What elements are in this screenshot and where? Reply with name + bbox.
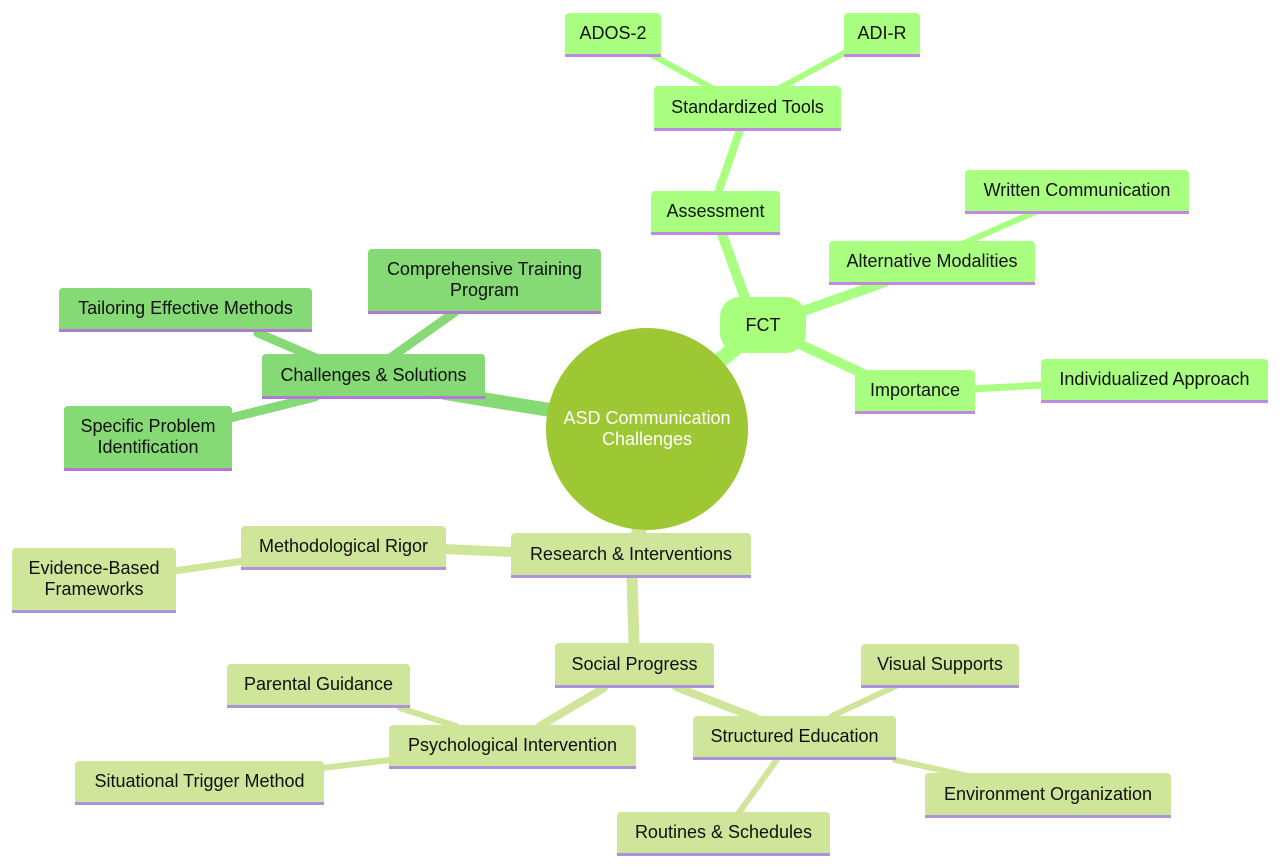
tailoring-methods-label: Tailoring Effective Methods [78, 298, 293, 318]
written-communication-label: Written Communication [983, 180, 1171, 200]
written-communication-node: Written Communication [965, 170, 1189, 214]
research-interventions-node: Research & Interventions [511, 533, 751, 578]
edge-structured-routines [735, 755, 781, 817]
edge-rigor-evidence [170, 557, 248, 575]
methodological-rigor-node: Methodological Rigor [241, 526, 446, 570]
importance-node: Importance [855, 370, 975, 414]
problem-identification-label: Specific Problem Identification [80, 416, 216, 457]
environment-organization-node: Environment Organization [925, 773, 1171, 818]
edge-structured-visual [829, 683, 899, 719]
structured-education-label: Structured Education [710, 726, 879, 746]
edge-challenges-tailoring [253, 328, 321, 363]
methodological-rigor-label: Methodological Rigor [258, 536, 429, 556]
training-program-label: Comprehensive Training Program [386, 259, 583, 300]
edge-altmod-written [959, 209, 1038, 247]
social-progress-node: Social Progress [555, 643, 714, 688]
structured-education-node: Structured Education [693, 716, 896, 760]
edge-importance-individualized [968, 381, 1048, 393]
standardized-tools-node: Standardized Tools [654, 86, 841, 131]
visual-supports-label: Visual Supports [877, 654, 1003, 674]
alternative-modalities-node: Alternative Modalities [829, 241, 1035, 285]
edge-tools-ados [647, 51, 715, 91]
research-interventions-label: Research & Interventions [529, 543, 733, 564]
edge-psych-situational [319, 757, 393, 771]
situational-trigger-label: Situational Trigger Method [94, 771, 305, 791]
situational-trigger-node: Situational Trigger Method [75, 761, 324, 805]
adir-label: ADI-R [857, 23, 907, 43]
assessment-node: Assessment [651, 191, 780, 235]
psychological-intervention-label: Psychological Intervention [407, 735, 618, 755]
routines-schedules-node: Routines & Schedules [617, 812, 830, 856]
ados2-label: ADOS-2 [579, 23, 647, 43]
edge-research-rigor [439, 544, 517, 557]
parental-guidance-node: Parental Guidance [227, 664, 410, 708]
psychological-intervention-node: Psychological Intervention [389, 725, 636, 769]
ados2-node: ADOS-2 [565, 13, 661, 57]
importance-label: Importance [869, 380, 961, 400]
adir-node: ADI-R [844, 13, 920, 57]
alternative-modalities-label: Alternative Modalities [846, 251, 1018, 271]
edge-challenges-problem [225, 392, 320, 423]
training-program-node: Comprehensive Training Program [368, 249, 601, 314]
edge-social-structured [672, 683, 760, 722]
routines-schedules-label: Routines & Schedules [634, 822, 813, 842]
edge-assessment-tools [714, 126, 744, 197]
fct-label: FCT [745, 314, 781, 335]
edge-fct-altmod [790, 277, 890, 319]
challenges-solutions-label: Challenges & Solutions [280, 364, 467, 385]
evidence-based-label: Evidence-Based Frameworks [28, 558, 160, 599]
visual-supports-node: Visual Supports [861, 644, 1019, 688]
challenges-solutions-node: Challenges & Solutions [262, 354, 485, 399]
parental-guidance-label: Parental Guidance [243, 674, 394, 694]
individualized-approach-label: Individualized Approach [1059, 369, 1250, 389]
edge-tools-adir [777, 49, 849, 91]
edge-psych-parental [397, 705, 459, 729]
standardized-tools-label: Standardized Tools [671, 96, 824, 117]
individualized-approach-node: Individualized Approach [1041, 359, 1268, 403]
root-node: ASD Communication Challenges [546, 328, 748, 530]
evidence-based-node: Evidence-Based Frameworks [12, 548, 176, 613]
problem-identification-node: Specific Problem Identification [64, 406, 232, 471]
tailoring-methods-node: Tailoring Effective Methods [59, 288, 312, 332]
edge-challenges-training [385, 307, 460, 363]
assessment-label: Assessment [666, 201, 765, 221]
environment-organization-label: Environment Organization [943, 783, 1153, 804]
edge-social-psych [536, 684, 608, 730]
social-progress-label: Social Progress [571, 653, 698, 674]
root-label: ASD Communication Challenges [563, 408, 731, 449]
fct-node: FCT [720, 297, 806, 353]
edge-research-social [626, 570, 640, 650]
